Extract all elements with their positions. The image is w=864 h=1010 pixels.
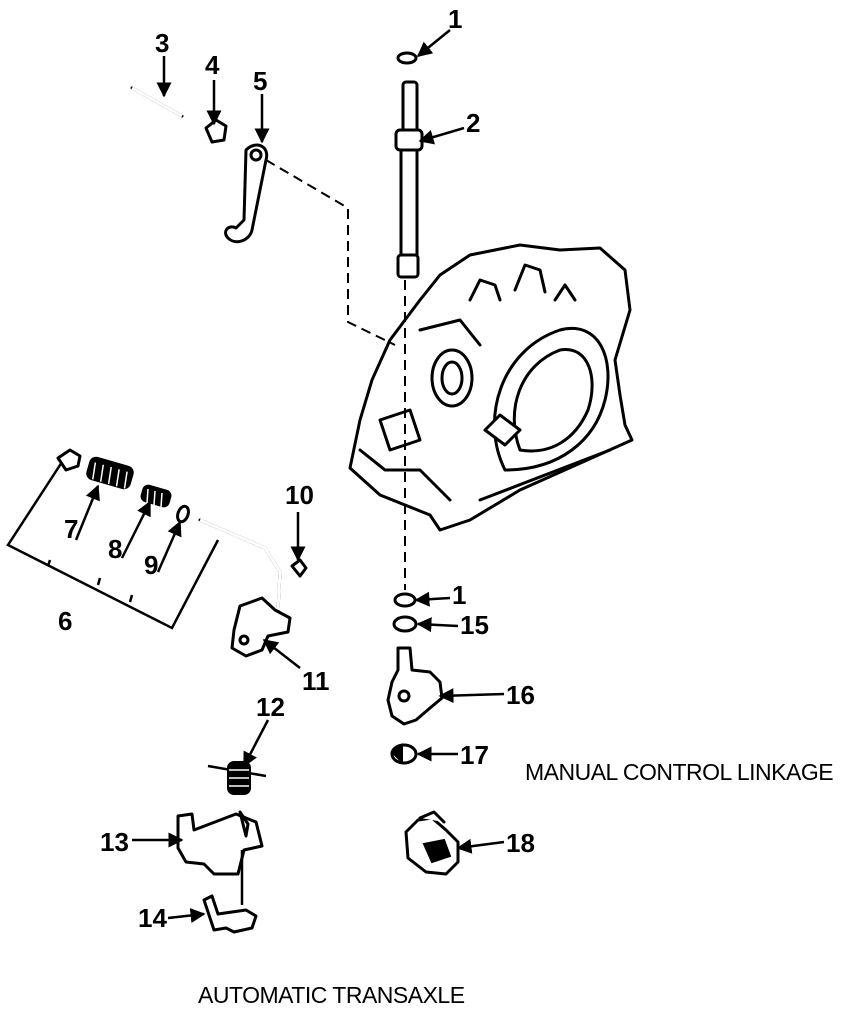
callout-12: 12 (256, 692, 285, 722)
clip (290, 558, 308, 578)
callout-4: 4 (205, 50, 220, 80)
callout-16: 16 (506, 680, 535, 710)
callout-2: 2 (466, 108, 480, 138)
detent-spring (207, 761, 267, 795)
callout-17: 17 (460, 740, 489, 770)
caption-manual-control-linkage: MANUAL CONTROL LINKAGE (525, 759, 833, 785)
bracket-tick-8 (96, 577, 102, 586)
control-rod (198, 518, 282, 612)
bracket-tick-7 (46, 559, 52, 567)
nut (204, 118, 228, 144)
bracket-tick-9 (128, 594, 134, 603)
spring-large (86, 456, 134, 490)
seal-ring-top (396, 51, 418, 65)
control-lever (224, 143, 269, 244)
callout-9: 9 (144, 550, 158, 580)
callout-8: 8 (108, 534, 122, 564)
callout-1-top: 1 (448, 4, 462, 34)
callout-15: 15 (460, 610, 489, 640)
callout-7: 7 (64, 514, 78, 544)
callout-13: 13 (100, 827, 129, 857)
manual-shaft (394, 80, 424, 279)
group-bracket-6 (6, 461, 220, 630)
callout-11: 11 (302, 666, 330, 696)
detent-plate (202, 894, 258, 934)
bushing-cap (56, 448, 82, 472)
leader-lines (74, 29, 505, 923)
o-ring (393, 592, 417, 608)
callout-10: 10 (285, 480, 314, 510)
pin (130, 86, 184, 118)
manual-shift-lever (386, 646, 444, 726)
manual-valve-lever (176, 810, 264, 905)
callout-14: 14 (138, 903, 167, 933)
washer-small (176, 504, 190, 524)
callout-1-bottom: 1 (452, 580, 466, 610)
callout-6: 6 (58, 606, 72, 636)
callout-5: 5 (253, 66, 267, 96)
shaft-nut (390, 743, 418, 765)
lever-alignment-line (265, 159, 396, 346)
transaxle-case (348, 243, 634, 532)
callout-3: 3 (155, 28, 169, 58)
detent-bracket (230, 596, 292, 658)
seal-ring (392, 615, 418, 633)
callout-18: 18 (506, 828, 535, 858)
spring-small (140, 484, 172, 508)
control-valve-body (404, 810, 460, 876)
caption-automatic-transaxle: AUTOMATIC TRANSAXLE (198, 982, 465, 1008)
